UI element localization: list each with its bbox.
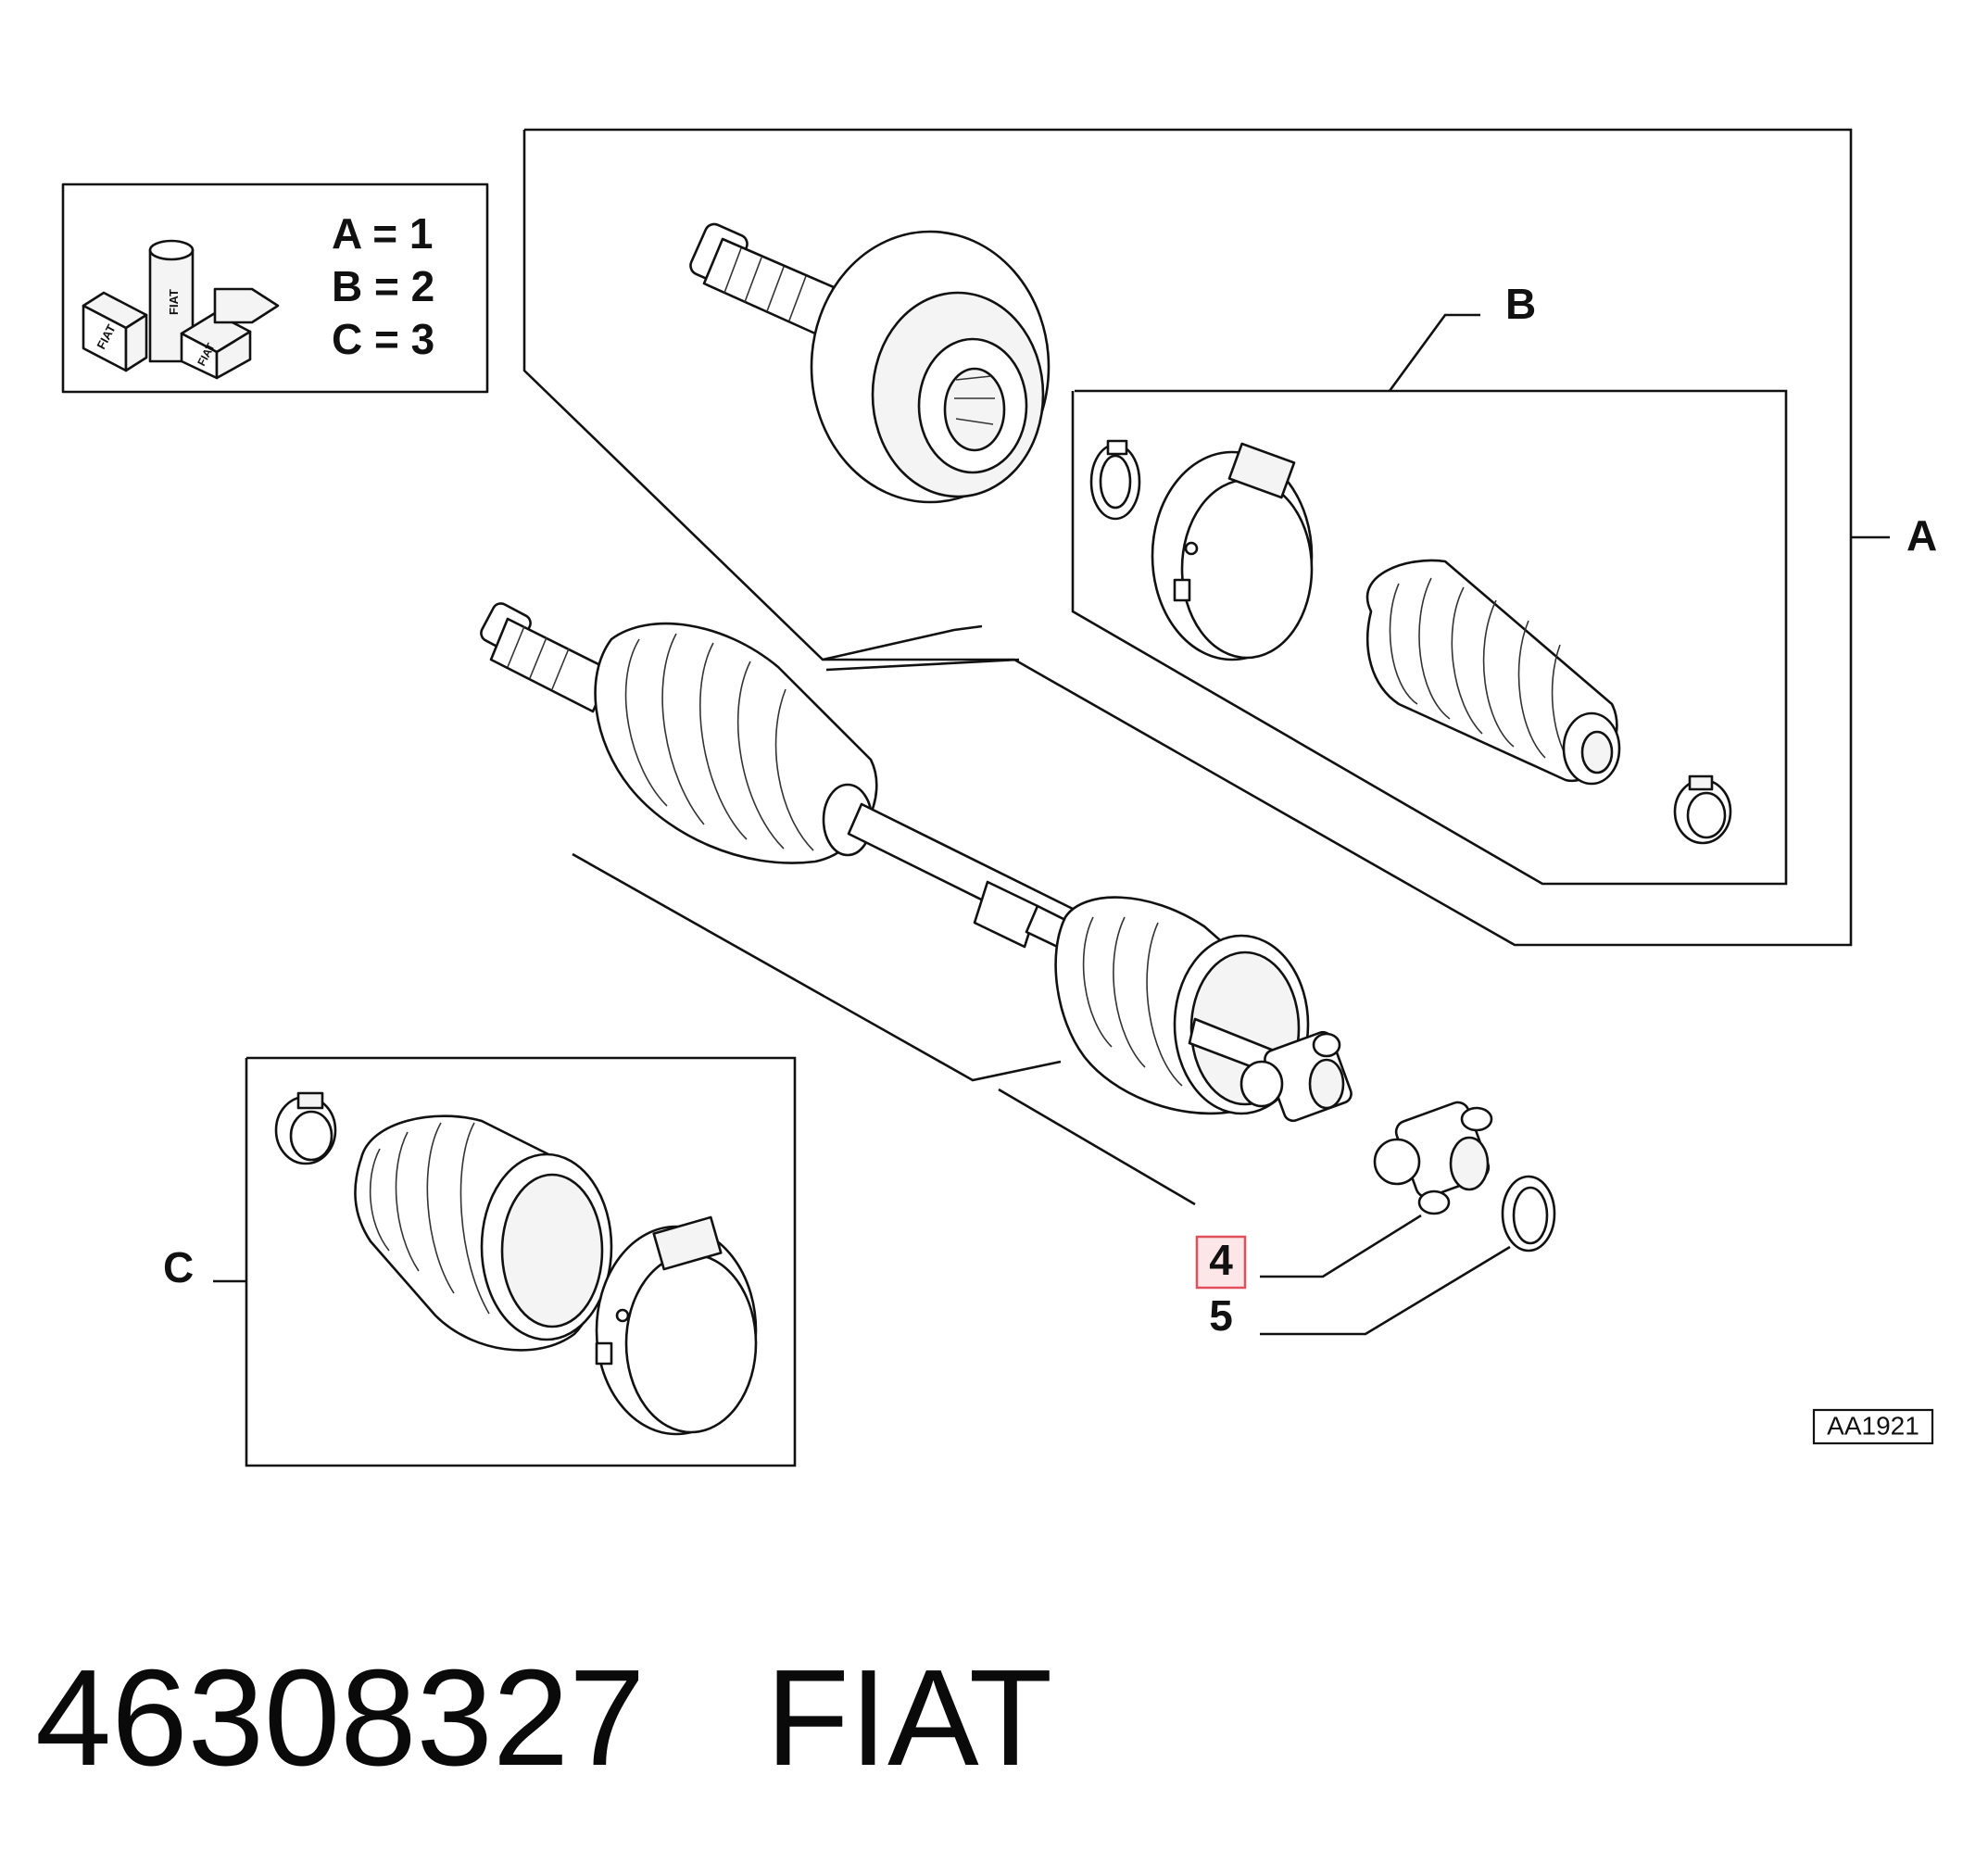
callout-5-group: 5 bbox=[1209, 1245, 1511, 1340]
svg-text:FIAT: FIAT bbox=[167, 289, 181, 315]
snap-ring-5 bbox=[1501, 1175, 1556, 1252]
drive-shaft-assembly bbox=[480, 602, 1353, 1123]
small-clamp-b bbox=[1673, 774, 1732, 845]
tripod-joint-4 bbox=[1373, 1101, 1493, 1215]
clamp-band-b bbox=[1151, 442, 1314, 661]
group-a-outline: A bbox=[522, 128, 1937, 947]
highlight-box-4 bbox=[1195, 1235, 1247, 1290]
brand-name: FIAT bbox=[765, 1642, 1053, 1794]
part-caption: 46308327 FIAT bbox=[35, 1630, 1962, 1806]
small-clamp-c bbox=[274, 1091, 337, 1165]
kit-legend: FIAT FIAT FIAT A = 1 B = 2 C = 3 bbox=[61, 183, 489, 394]
drawing-code: AA1921 bbox=[1827, 1411, 1919, 1440]
group-c-outline: C bbox=[163, 852, 1196, 1467]
boot-b bbox=[1365, 559, 1621, 786]
kit-line-a: A = 1 bbox=[332, 209, 434, 258]
callout-a: A bbox=[1906, 511, 1937, 560]
kit-line-b: B = 2 bbox=[332, 262, 434, 310]
callout-c: C bbox=[163, 1243, 194, 1291]
callout-4-group: 4 bbox=[1195, 1214, 1422, 1290]
part-number: 46308327 bbox=[35, 1642, 646, 1794]
clamp-band-c bbox=[595, 1215, 758, 1436]
group-b-outline: B bbox=[1071, 280, 1788, 886]
circlip-b bbox=[1089, 439, 1141, 521]
fiat-parts-logo: FIAT FIAT FIAT bbox=[82, 239, 280, 380]
outer-cv-joint bbox=[689, 222, 1051, 504]
group-b-parts bbox=[1089, 439, 1732, 845]
callout-5[interactable]: 5 bbox=[1209, 1291, 1233, 1340]
drawing-code-badge: AA1921 bbox=[1812, 1408, 1934, 1445]
callout-4[interactable]: 4 bbox=[1209, 1236, 1233, 1284]
boot-c bbox=[354, 1114, 613, 1352]
callout-b: B bbox=[1505, 280, 1536, 328]
kit-line-c: C = 3 bbox=[332, 315, 434, 363]
group-c-parts bbox=[274, 1091, 758, 1436]
